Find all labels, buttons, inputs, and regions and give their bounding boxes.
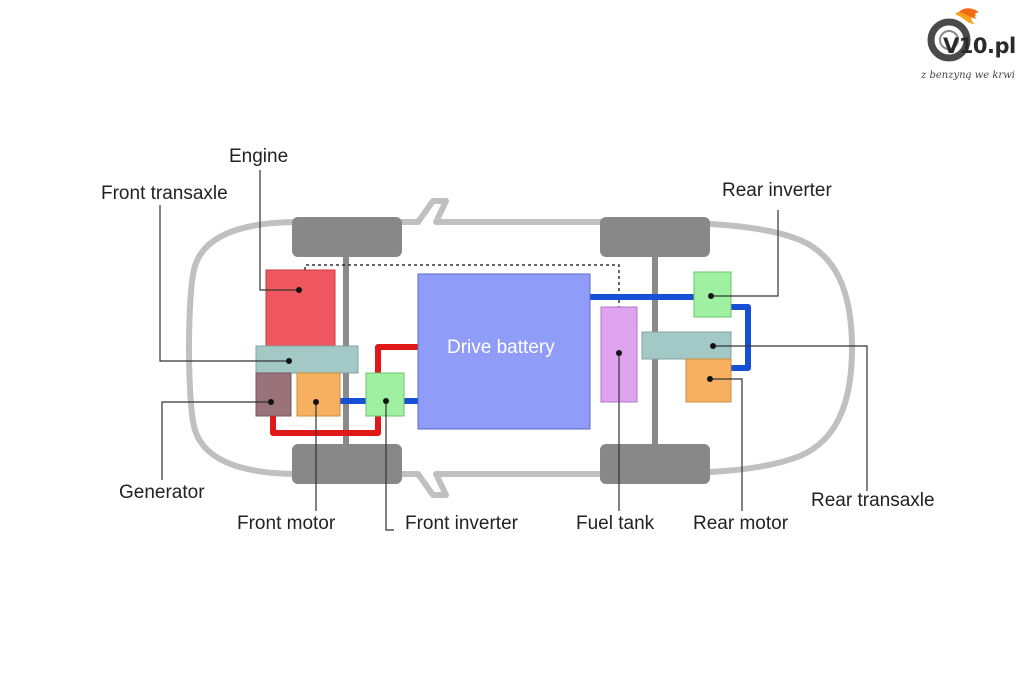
leader-rear-transaxle (713, 345, 868, 491)
label-rear-motor: Rear motor (693, 513, 789, 534)
label-front-motor: Front motor (237, 513, 336, 534)
rear-left-wheel (600, 217, 710, 257)
engine-block (265, 269, 336, 349)
dot-front-motor (313, 399, 319, 405)
label-rear-transaxle: Rear transaxle (811, 490, 935, 511)
drive-battery-block (417, 273, 591, 430)
generator-block (255, 372, 292, 417)
label-drive-battery: Drive battery (447, 337, 555, 358)
front-left-wheel (292, 217, 402, 257)
logo-wordmark: V10.pl (943, 34, 1016, 58)
dot-front-inverter (383, 398, 389, 404)
leader-generator (161, 401, 271, 480)
high-voltage-cable (270, 344, 418, 436)
label-generator: Generator (119, 482, 205, 503)
label-front-inverter: Front inverter (405, 513, 518, 534)
label-rear-inverter: Rear inverter (722, 180, 832, 201)
tire-flame-icon (927, 8, 979, 62)
connection-dots (268, 287, 716, 405)
label-front-transaxle: Front transaxle (101, 183, 228, 204)
leader-front-inverter (385, 401, 394, 531)
car-body-outline (186, 198, 855, 498)
front-right-wheel (292, 444, 402, 484)
front-transaxle-block (255, 345, 359, 374)
dot-generator (268, 399, 274, 405)
leader-lines (159, 170, 868, 531)
dot-rear-inverter (708, 293, 714, 299)
front-motor-block (296, 372, 341, 417)
logo-tagline: z benzyną we krwi (921, 70, 1015, 81)
leader-engine (259, 170, 299, 291)
fuel-line (304, 264, 620, 307)
rear-blue-cable (588, 294, 751, 371)
dot-rear-transaxle (710, 343, 716, 349)
front-inverter-block (365, 372, 405, 417)
label-fuel-tank: Fuel tank (576, 513, 655, 534)
rear-right-wheel (600, 444, 710, 484)
dot-front-transaxle (286, 358, 292, 364)
label-engine: Engine (229, 146, 289, 167)
leader-rear-inverter (711, 210, 779, 297)
dot-engine (296, 287, 302, 293)
leader-front-transaxle (159, 205, 289, 362)
dot-rear-motor (707, 376, 713, 382)
dot-fuel-tank (616, 350, 622, 356)
site-logo[interactable]: V10.pl z benzyną we krwi (915, 6, 1020, 86)
leader-rear-motor (710, 378, 743, 511)
